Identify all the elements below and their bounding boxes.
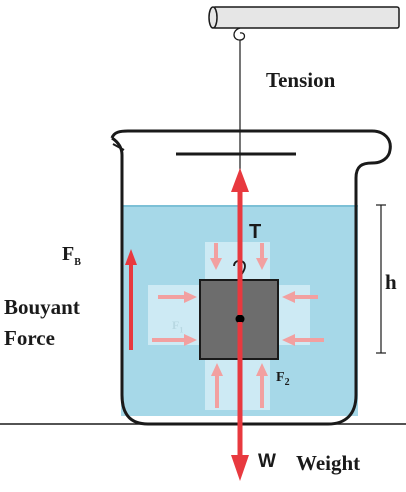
support-rod (208, 6, 400, 29)
pressure-arrow-left-lower (152, 334, 197, 346)
h-label: h (385, 270, 397, 294)
f1-label: F1 (172, 318, 183, 334)
f2-sub: 2 (284, 376, 290, 388)
pressure-arrow-right-lower (282, 334, 324, 346)
fb-sub: B (74, 257, 81, 268)
f1-sub: 1 (179, 325, 184, 335)
fb-label: FB (62, 243, 81, 268)
pressure-arrow-bottom-right (256, 363, 268, 408)
weight-label: Weight (296, 451, 361, 475)
t-label: T (249, 221, 262, 243)
rod-hook (233, 27, 246, 41)
weight-arrow (231, 322, 249, 481)
f2-main: F (276, 370, 285, 385)
f2-label: F2 (276, 370, 290, 388)
tension-arrow (231, 168, 249, 315)
height-bracket (376, 204, 386, 354)
buoyant-force-label-line2: Force (4, 326, 55, 350)
buoyant-force-arrow (125, 249, 137, 350)
pressure-arrow-left-upper (158, 291, 197, 303)
f1-main: F (172, 318, 180, 332)
pressure-arrow-bottom-left (211, 363, 223, 408)
center-of-mass (235, 314, 245, 324)
tension-label: Tension (266, 68, 336, 92)
buoyant-force-label-line1: Bouyant (4, 295, 80, 319)
pressure-arrow-top-left (210, 243, 222, 270)
beaker-highlight (112, 143, 125, 151)
fb-main: F (62, 243, 75, 265)
pressure-arrow-top-right (256, 243, 268, 270)
pressure-arrows (152, 243, 324, 408)
pressure-arrow-right-upper (282, 291, 318, 303)
w-label: W (258, 451, 276, 472)
